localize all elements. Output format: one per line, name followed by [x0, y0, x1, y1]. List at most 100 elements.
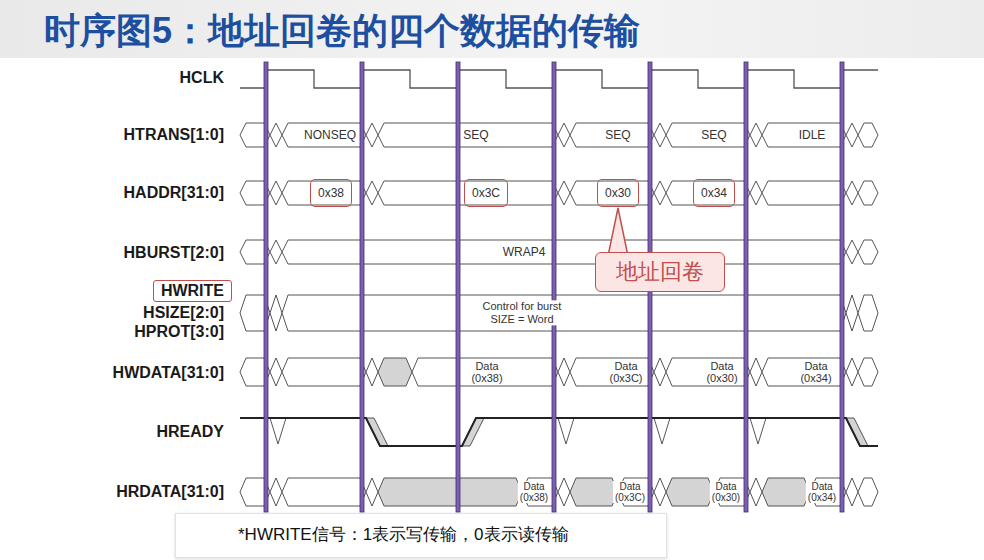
- clock-edge-marker: [552, 62, 556, 512]
- bus-segment: [846, 181, 858, 205]
- bus-value: Control for burst SIZE = Word: [472, 300, 572, 325]
- bus-value: SEQ: [699, 128, 728, 142]
- ready-dont-care: [654, 418, 670, 444]
- bus-segment: [654, 123, 666, 147]
- bus-segment: [270, 181, 282, 205]
- bus-segment: [270, 478, 282, 506]
- box-text: 地址回卷: [616, 257, 704, 287]
- address-box: 0x3C: [464, 179, 508, 207]
- clock-edge-marker: [456, 62, 460, 512]
- bus-segment: [558, 358, 570, 386]
- caption: *HWRITE信号：1表示写传输，0表示读传输: [238, 523, 569, 546]
- bus-segment: [750, 181, 762, 205]
- bus-segment: [858, 240, 878, 264]
- bus-segment: [762, 123, 846, 147]
- signal-box: HWRITE: [153, 280, 232, 302]
- box-text: 0x3C: [472, 186, 500, 200]
- ready-dont-care: [558, 418, 574, 444]
- clock-wave: [240, 70, 878, 88]
- bus-segment: [666, 358, 750, 386]
- signal-name: HPROT[3:0]: [134, 323, 224, 341]
- signal-name: HCLK: [180, 69, 224, 87]
- bus-value: Data (0x34): [806, 481, 838, 503]
- bus-segment: [858, 295, 878, 331]
- bus-segment: [570, 478, 618, 506]
- box-text: 0x34: [701, 186, 727, 200]
- bus-segment: [282, 123, 366, 147]
- address-box: 0x30: [597, 179, 639, 207]
- bus-segment: [570, 123, 654, 147]
- bus-segment: [654, 358, 666, 386]
- bus-segment: [270, 240, 282, 264]
- bus-segment: [846, 295, 858, 331]
- bus-value: Data (0x30): [704, 360, 739, 384]
- bus-segment: [666, 123, 750, 147]
- callout-box: 地址回卷: [595, 252, 725, 292]
- bus-segment: [282, 478, 366, 506]
- bus-segment: [558, 123, 570, 147]
- bus-segment: [282, 295, 846, 331]
- bus-segment: [366, 181, 378, 205]
- address-box: 0x34: [693, 179, 735, 207]
- bus-segment: [750, 478, 762, 506]
- bus-segment: [558, 181, 570, 205]
- bus-segment: [846, 478, 858, 506]
- bus-segment: [858, 358, 878, 386]
- signal-name: HWDATA[31:0]: [113, 364, 224, 382]
- bus-value: Data (0x38): [518, 481, 550, 503]
- ready-dont-care: [270, 418, 286, 444]
- bus-value: SEQ: [603, 128, 632, 142]
- bus-segment: [750, 123, 762, 147]
- box-text: 0x38: [318, 186, 344, 200]
- bus-segment: [762, 181, 846, 205]
- bus-segment: [378, 478, 522, 506]
- bus-segment: [270, 123, 282, 147]
- bus-segment: [762, 478, 810, 506]
- bus-segment: [570, 181, 654, 205]
- bus-value: IDLE: [797, 128, 828, 142]
- bus-segment: [654, 478, 666, 506]
- signal-name: HBURST[2:0]: [124, 244, 224, 262]
- signal-name: HREADY: [156, 423, 224, 441]
- bus-segment: [366, 123, 378, 147]
- bus-value: Data (0x3C): [613, 481, 647, 503]
- bus-value: Data (0x3C): [608, 360, 645, 384]
- bus-segment: [366, 478, 378, 506]
- bus-segment: [270, 295, 282, 331]
- box-text: 0x30: [605, 186, 631, 200]
- clock-edge-marker: [840, 62, 844, 512]
- bus-segment: [666, 478, 714, 506]
- bus-segment: [858, 181, 878, 205]
- bus-segment: [666, 181, 750, 205]
- bus-value: SEQ: [461, 128, 490, 142]
- bus-segment: [282, 240, 846, 264]
- box-text: HWRITE: [161, 282, 224, 300]
- bus-segment: [378, 358, 412, 386]
- bus-segment: [846, 123, 858, 147]
- bus-segment: [858, 123, 878, 147]
- bus-segment: [412, 358, 558, 386]
- bus-segment: [282, 181, 366, 205]
- bus-value: WRAP4: [501, 245, 548, 259]
- clock-edge-marker: [744, 62, 748, 512]
- bus-segment: [846, 358, 858, 386]
- bus-segment: [378, 123, 558, 147]
- clock-edge-marker: [360, 62, 364, 512]
- bus-waveforms: [240, 123, 878, 506]
- bus-segment: [366, 358, 378, 386]
- bus-segment: [750, 358, 762, 386]
- bus-value: Data (0x38): [469, 360, 504, 384]
- signal-name: HRDATA[31:0]: [116, 483, 224, 501]
- callout-pointer: [608, 208, 628, 256]
- clock-edge-marker: [264, 62, 268, 512]
- bus-value: Data (0x30): [710, 481, 742, 503]
- bus-segment: [270, 358, 282, 386]
- title: 时序图5：地址回卷的四个数据的传输: [44, 7, 640, 56]
- ready-dont-care: [750, 418, 766, 444]
- ready-wave: [240, 418, 878, 446]
- bus-segment: [858, 478, 878, 506]
